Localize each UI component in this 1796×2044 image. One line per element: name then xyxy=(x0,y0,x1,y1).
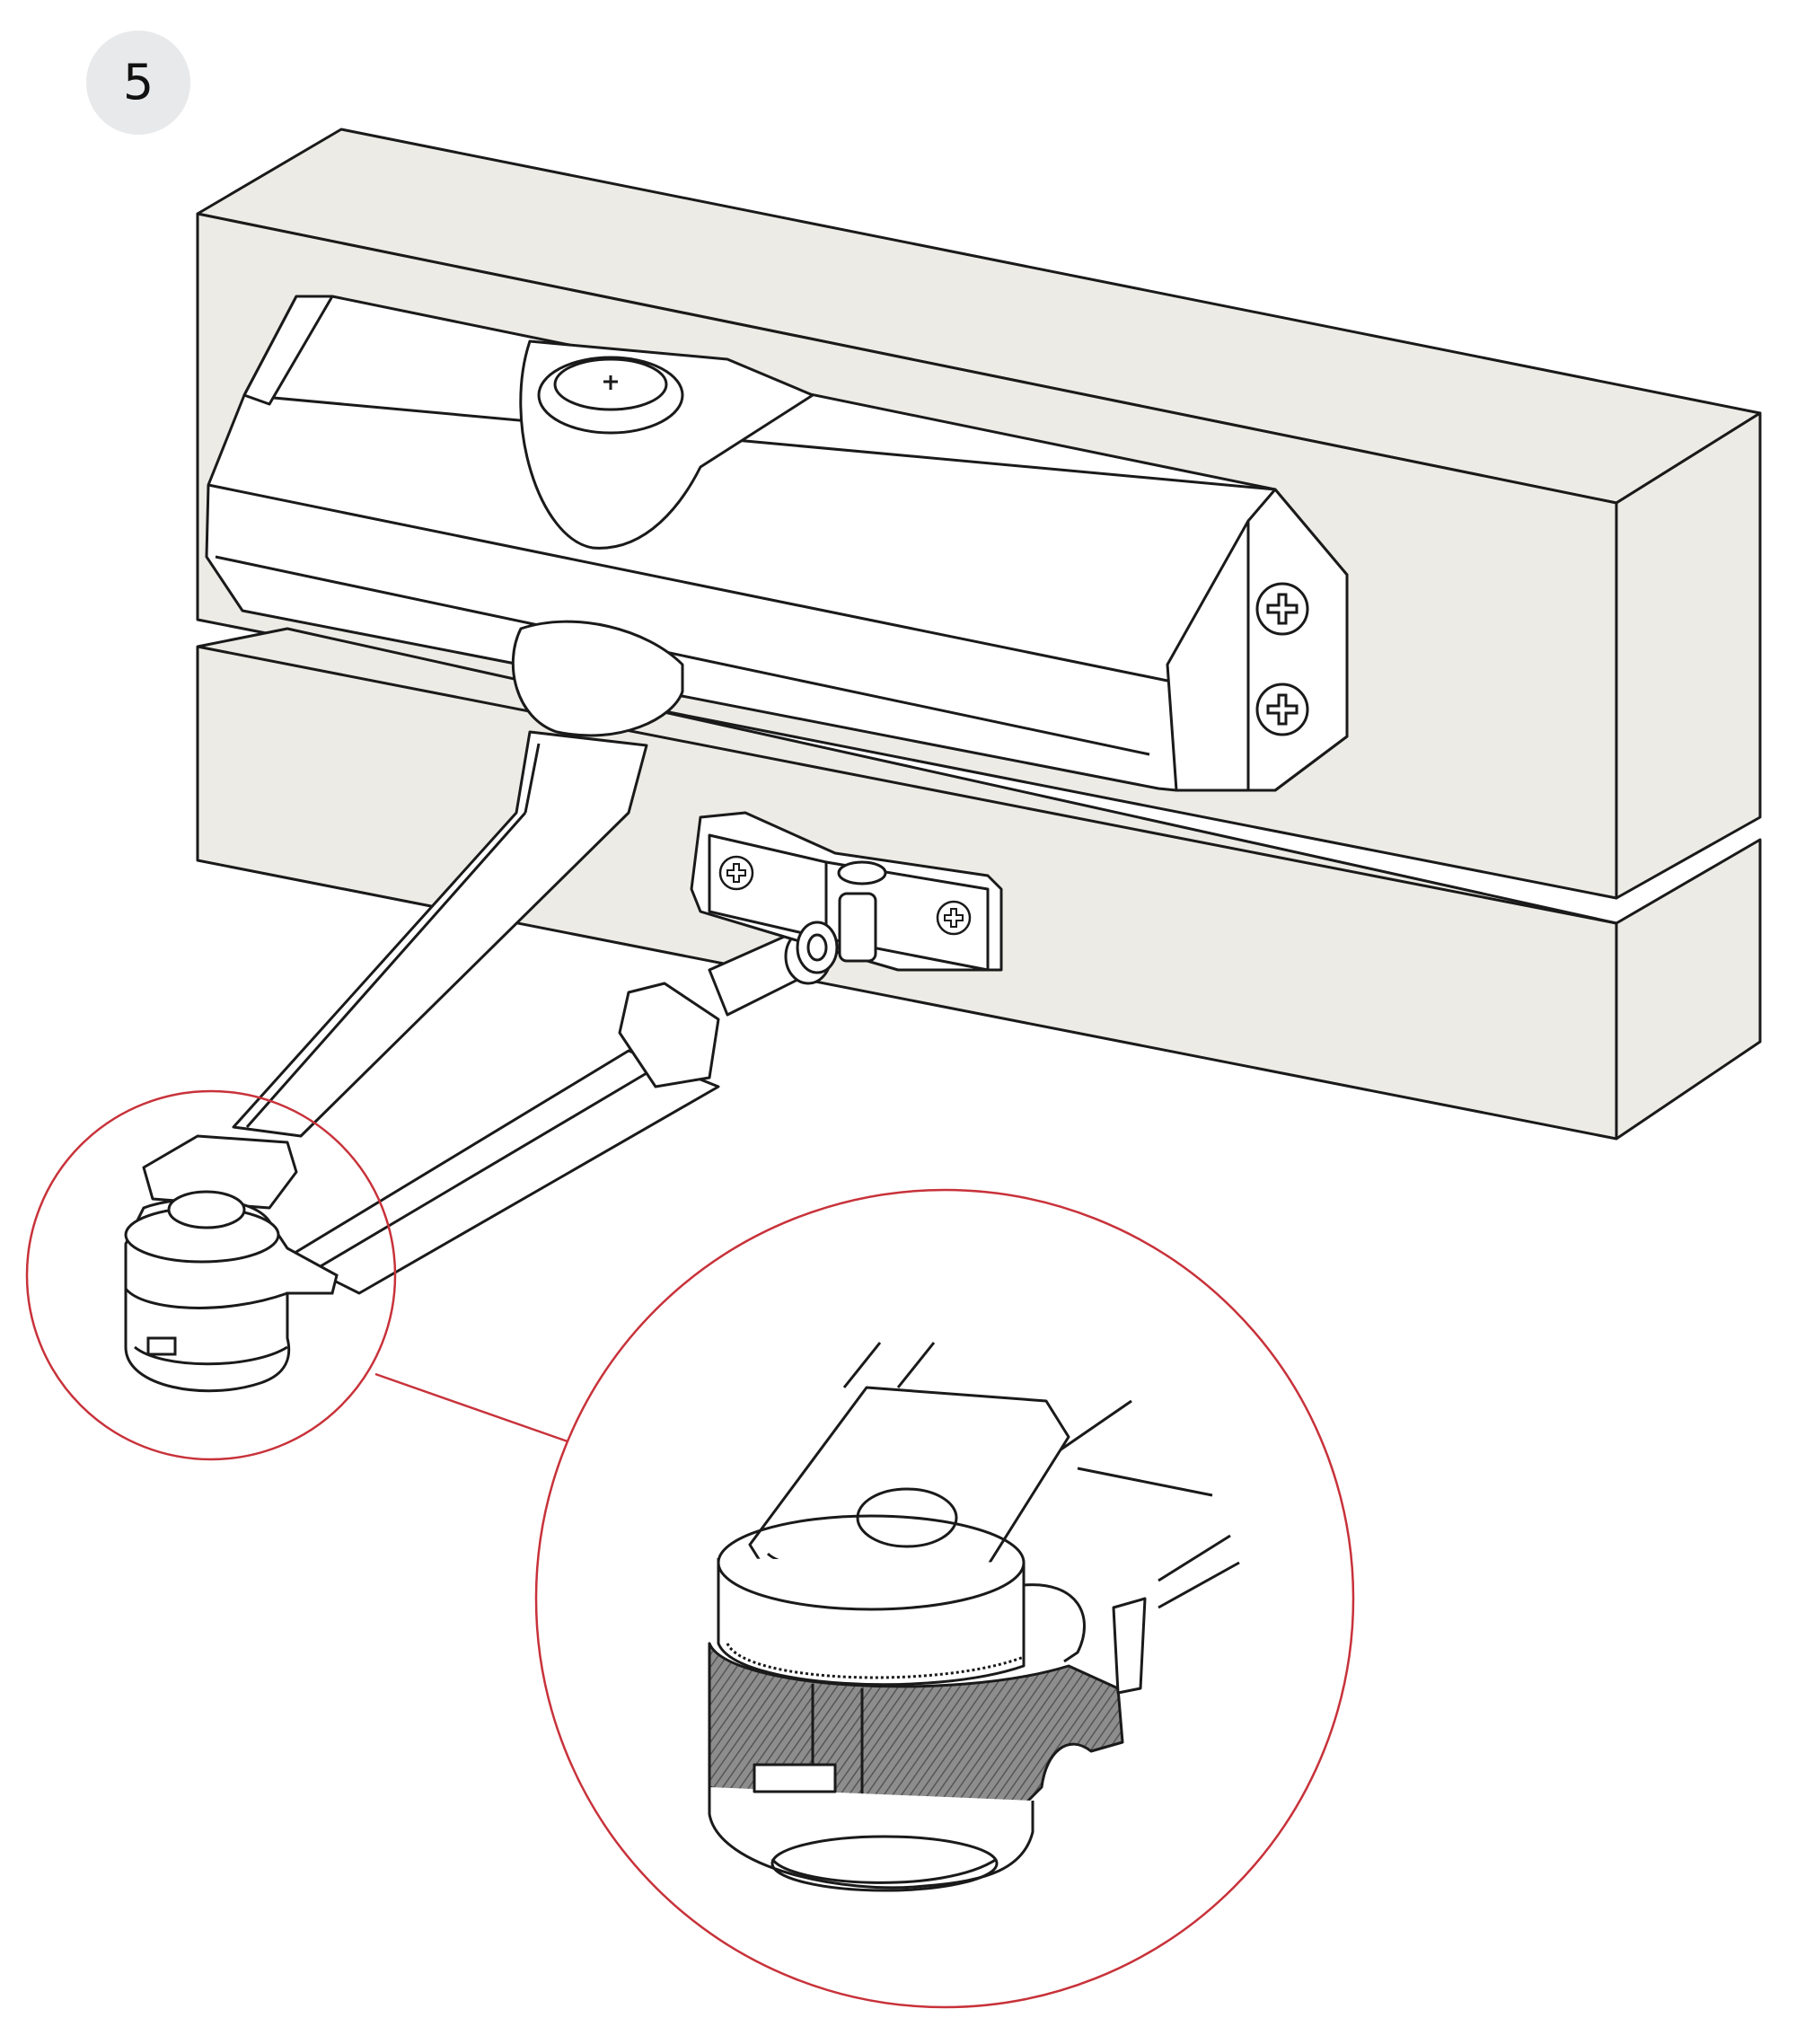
magnifier-callout-icon xyxy=(534,1188,1355,2009)
phillips-screw-icon xyxy=(936,900,972,936)
zoomed-pivot-detail xyxy=(708,1342,1240,1892)
phillips-screw-icon xyxy=(1255,582,1309,636)
highlight-callout xyxy=(25,1089,1355,2009)
step-badge: 5 xyxy=(86,31,190,135)
phillips-screw-icon xyxy=(1255,683,1309,736)
phillips-screw-icon xyxy=(718,855,754,891)
pivot-small xyxy=(124,1190,339,1393)
step-number: 5 xyxy=(122,54,154,110)
highlight-circle-small xyxy=(25,1089,397,1461)
bracket xyxy=(690,811,1003,974)
main-arm xyxy=(142,730,648,1210)
